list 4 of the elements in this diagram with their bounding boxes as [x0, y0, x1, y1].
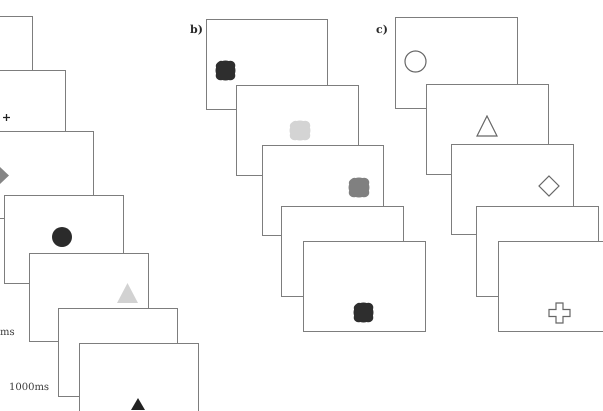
panel-label: b)	[190, 24, 203, 36]
duration-label: ms	[0, 327, 15, 339]
duration-label: 1000ms	[9, 382, 50, 394]
panel-label: c)	[376, 24, 388, 36]
